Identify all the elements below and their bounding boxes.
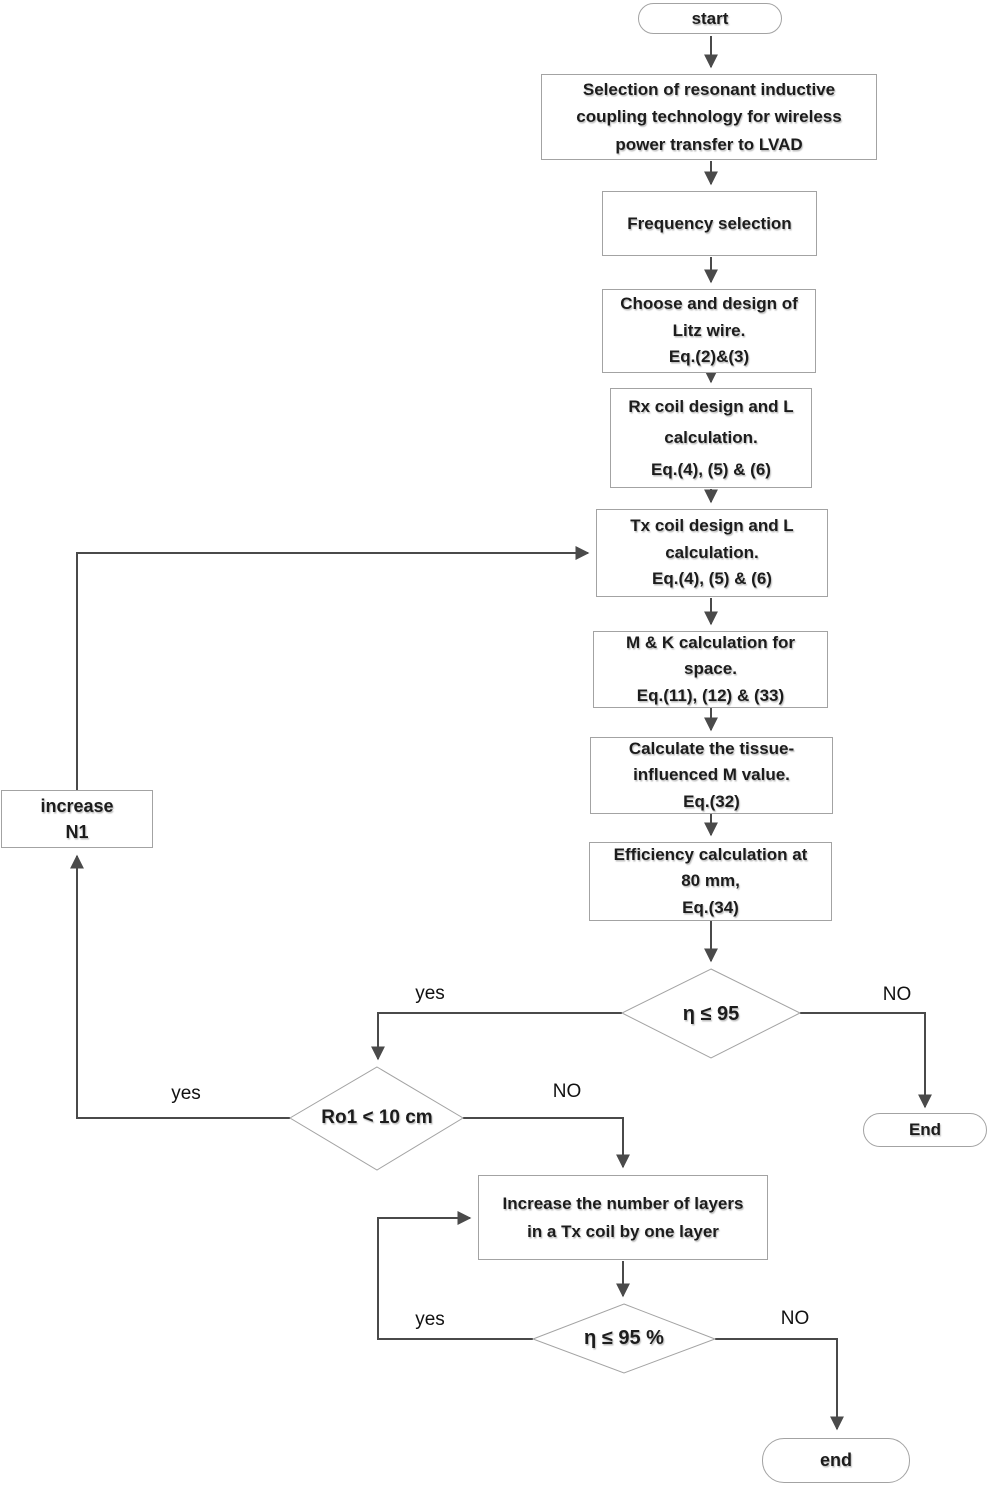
process-tissue-m-value: Calculate the tissue- influenced M value… (590, 737, 833, 814)
process-frequency-selection: Frequency selection (602, 191, 817, 256)
edge-eta95-no-to-end (800, 1012, 932, 1109)
process-selection: Selection of resonant inductive coupling… (541, 74, 877, 160)
edge-eta95pct-yes-to-layers (377, 1211, 533, 1340)
process-rx-coil: Rx coil design and L calculation. Eq.(4)… (610, 388, 812, 488)
label-ro1-yes: yes (171, 1083, 201, 1104)
terminator-end-upper: End (863, 1113, 987, 1147)
edge-ro1-no-to-increase-layers (463, 1117, 630, 1169)
decision-eta95pct-shape (531, 1303, 717, 1374)
process-increase-n1: increase N1 (1, 790, 153, 848)
label-eta95pct-yes: yes (415, 1309, 445, 1330)
process-efficiency-calculation: Efficiency calculation at 80 mm, Eq.(34) (589, 842, 832, 921)
label-ro1-no: NO (552, 1081, 582, 1102)
process-mk-calculation: M & K calculation for space. Eq.(11), (1… (593, 631, 828, 708)
decision-ro1-label: Ro1 < 10 cm (321, 1107, 433, 1128)
label-eta95-no: NO (882, 984, 912, 1005)
decision-ro1-shape (289, 1066, 464, 1171)
label-eta95-yes: yes (415, 983, 445, 1004)
edge-eta95pct-no-to-end (715, 1338, 844, 1431)
edge-ro1-yes-to-increase-n1 (70, 854, 290, 1119)
terminator-start: start (638, 3, 782, 34)
process-increase-layers: Increase the number of layers in a Tx co… (478, 1175, 768, 1260)
decision-eta95-label: η ≤ 95 (682, 1002, 740, 1025)
label-eta95pct-no: NO (780, 1308, 810, 1329)
terminator-end-lower: end (762, 1438, 910, 1483)
edge-eta95-yes-to-ro1 (371, 1012, 622, 1061)
edge-increase-n1-to-txcoil (76, 546, 590, 790)
process-tx-coil: Tx coil design and L calculation. Eq.(4)… (596, 509, 828, 597)
decision-eta95-shape (620, 968, 802, 1059)
decision-eta95pct-label: η ≤ 95 % (584, 1326, 664, 1349)
process-litz-wire: Choose and design of Litz wire. Eq.(2)&(… (602, 289, 816, 373)
